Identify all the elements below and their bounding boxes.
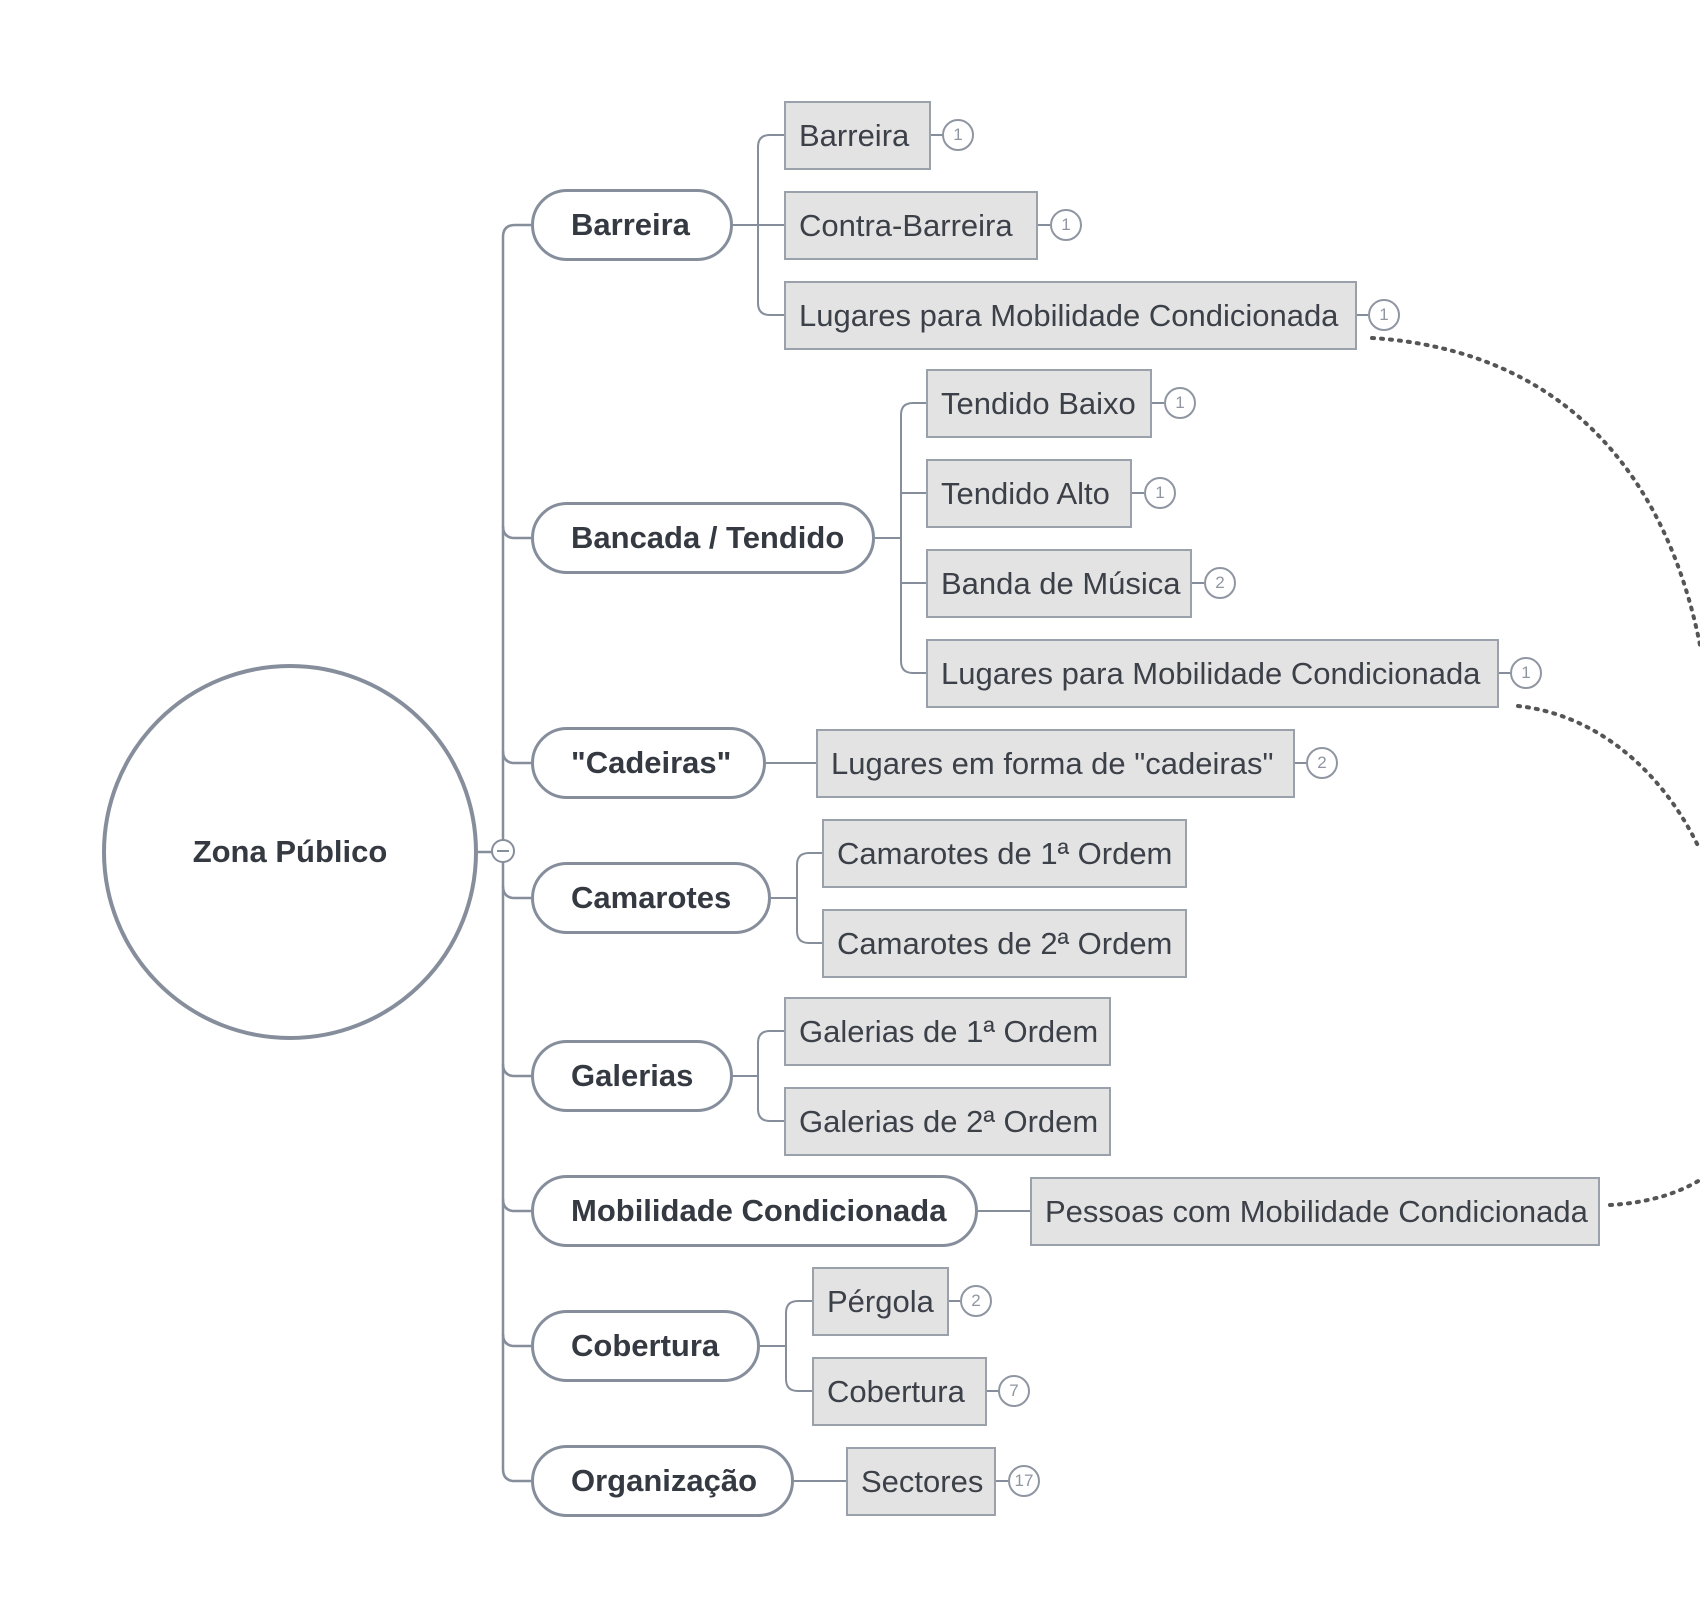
subtopic-label: Lugares para Mobilidade Condicionada: [941, 655, 1481, 691]
branch-label: Galerias: [571, 1058, 694, 1093]
count-badge[interactable]: 17: [1008, 1465, 1040, 1497]
branch-label: Barreira: [571, 207, 690, 242]
subtopic-label: Tendido Alto: [941, 475, 1110, 511]
subtopic-label: Contra-Barreira: [799, 207, 1013, 243]
count-badge[interactable]: 1: [1164, 387, 1196, 419]
subtopic-label: Cobertura: [827, 1373, 965, 1409]
subtopic-connector: [785, 1300, 812, 1314]
subtopic-node[interactable]: Pérgola: [812, 1267, 949, 1336]
subtopic-node[interactable]: Pessoas com Mobilidade Condicionada: [1030, 1177, 1600, 1246]
count-badge[interactable]: 1: [1368, 299, 1400, 331]
subtopic-node[interactable]: Lugares em forma de "cadeiras": [816, 729, 1295, 798]
branch-connector: [501, 885, 531, 900]
branch-connector: [501, 1468, 531, 1483]
count-badge[interactable]: 1: [942, 119, 974, 151]
subtopic-label: Galerias de 1ª Ordem: [799, 1013, 1099, 1049]
branch-connector: [501, 1063, 531, 1078]
relationship-line: [1608, 1178, 1700, 1207]
branch-node[interactable]: Camarotes: [531, 862, 771, 934]
subtopic-node[interactable]: Galerias de 2ª Ordem: [784, 1087, 1111, 1156]
count-badge[interactable]: 2: [960, 1285, 992, 1317]
branch-node[interactable]: Mobilidade Condicionada: [531, 1175, 978, 1247]
subtopic-connector: [785, 1378, 812, 1392]
branch-label: Bancada / Tendido: [571, 520, 845, 555]
subtopic-label: Barreira: [799, 117, 910, 153]
subtopic-connector: [757, 134, 784, 148]
subtopic-label: Camarotes de 2ª Ordem: [837, 925, 1173, 961]
subtopic-node[interactable]: Sectores: [846, 1447, 996, 1516]
branch-node[interactable]: Bancada / Tendido: [531, 502, 875, 574]
subtopic-label: Lugares para Mobilidade Condicionada: [799, 297, 1339, 333]
subtopic-label: Pérgola: [827, 1283, 934, 1319]
root-node[interactable]: Zona Público: [102, 664, 478, 1040]
branch-connector: [501, 223, 531, 238]
subtopic-node[interactable]: Tendido Baixo: [926, 369, 1152, 438]
branch-label: "Cadeiras": [571, 745, 732, 780]
subtopic-node[interactable]: Lugares para Mobilidade Condicionada: [926, 639, 1499, 708]
subtopic-node[interactable]: Contra-Barreira: [784, 191, 1038, 260]
branch-node[interactable]: Galerias: [531, 1040, 733, 1112]
subtopic-label: Galerias de 2ª Ordem: [799, 1103, 1099, 1139]
relationship-line: [1370, 336, 1700, 647]
branch-connector: [501, 1333, 531, 1348]
count-badge[interactable]: 2: [1306, 747, 1338, 779]
branch-connector: [501, 1198, 531, 1213]
count-badge[interactable]: 7: [998, 1375, 1030, 1407]
subtopic-connector: [900, 402, 926, 416]
count-badge[interactable]: 1: [1144, 477, 1176, 509]
branch-label: Camarotes: [571, 880, 732, 915]
subtopic-label: Tendido Baixo: [941, 385, 1136, 421]
subtopic-connector: [757, 302, 784, 316]
subtopic-node[interactable]: Tendido Alto: [926, 459, 1132, 528]
branch-label: Cobertura: [571, 1328, 720, 1363]
subtopic-connector: [900, 660, 926, 674]
collapse-toggle-icon[interactable]: [491, 839, 515, 863]
subtopic-node[interactable]: Camarotes de 1ª Ordem: [822, 819, 1187, 888]
branch-node[interactable]: Organização: [531, 1445, 794, 1517]
subtopic-label: Banda de Música: [941, 565, 1181, 601]
branch-node[interactable]: "Cadeiras": [531, 727, 766, 799]
branch-connector: [501, 525, 531, 540]
subtopic-label: Sectores: [861, 1463, 984, 1499]
subtopic-node[interactable]: Lugares para Mobilidade Condicionada: [784, 281, 1357, 350]
subtopic-connector: [796, 930, 822, 944]
subtopic-node[interactable]: Galerias de 1ª Ordem: [784, 997, 1111, 1066]
relationship-line: [1516, 704, 1700, 852]
subtopic-label: Lugares em forma de "cadeiras": [831, 745, 1274, 781]
count-badge[interactable]: 1: [1510, 657, 1542, 689]
branch-node[interactable]: Barreira: [531, 189, 733, 261]
count-badge[interactable]: 2: [1204, 567, 1236, 599]
subtopic-node[interactable]: Camarotes de 2ª Ordem: [822, 909, 1187, 978]
branch-connector: [501, 750, 531, 765]
subtopic-node[interactable]: Cobertura: [812, 1357, 987, 1426]
subtopic-node[interactable]: Barreira: [784, 101, 931, 170]
branch-label: Organização: [571, 1463, 758, 1498]
subtopic-node[interactable]: Banda de Música: [926, 549, 1192, 618]
root-node-label: Zona Público: [192, 834, 388, 869]
branch-node[interactable]: Cobertura: [531, 1310, 760, 1382]
subtopic-connector: [757, 1030, 784, 1044]
subtopic-connector: [796, 852, 822, 866]
subtopic-label: Camarotes de 1ª Ordem: [837, 835, 1173, 871]
count-badge[interactable]: 1: [1050, 209, 1082, 241]
branch-label: Mobilidade Condicionada: [571, 1193, 947, 1228]
subtopic-connector: [757, 1108, 784, 1122]
subtopic-label: Pessoas com Mobilidade Condicionada: [1045, 1193, 1588, 1229]
